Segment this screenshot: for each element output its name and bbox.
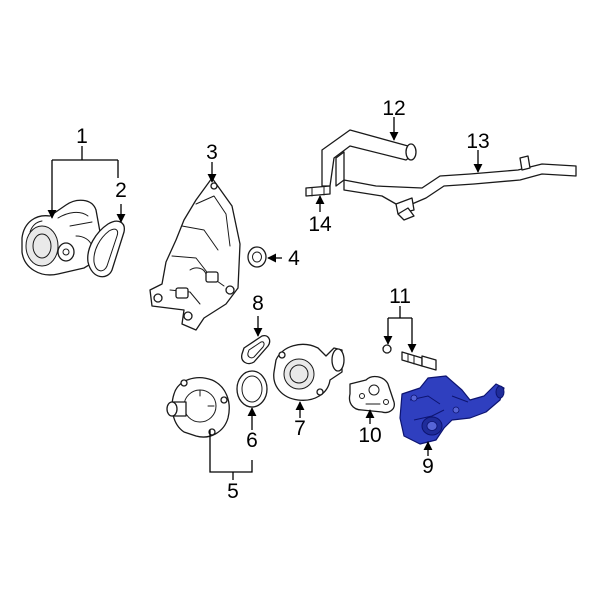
callout-4: 4 [288, 247, 300, 270]
callout-14: 14 [308, 213, 332, 236]
callout-7: 7 [294, 417, 306, 440]
part-1-cover [21, 199, 102, 276]
part-12-pipe [321, 129, 417, 187]
part-9-outlet-housing [399, 375, 505, 445]
part-4-washer [247, 246, 267, 268]
callout-10: 10 [358, 424, 381, 447]
part-7-thermostat-housing [273, 343, 345, 401]
callout-6: 6 [246, 429, 258, 452]
callout-3: 3 [206, 141, 218, 164]
part-5-water-pump [166, 377, 230, 438]
part-10-gasket [348, 375, 395, 414]
callout-1: 1 [76, 125, 88, 148]
callout-5: 5 [227, 480, 239, 503]
part-6-gasket-ring [236, 370, 268, 408]
part-8-gasket [241, 334, 271, 365]
callout-9: 9 [422, 455, 434, 478]
callout-13: 13 [466, 130, 489, 153]
highlighted-part [399, 375, 505, 445]
callout-numbers: 1 2 3 4 5 6 7 8 9 10 11 12 13 14 [76, 97, 490, 503]
callout-8: 8 [252, 292, 264, 315]
part-13-pipe [343, 155, 577, 221]
leader-lines [47, 117, 483, 480]
part-3-front-cover [149, 177, 241, 331]
callout-12: 12 [382, 97, 405, 120]
callout-11: 11 [389, 285, 411, 308]
callout-2: 2 [115, 179, 127, 202]
part-11-sensor [382, 344, 437, 371]
part-14-clamp [305, 185, 331, 197]
